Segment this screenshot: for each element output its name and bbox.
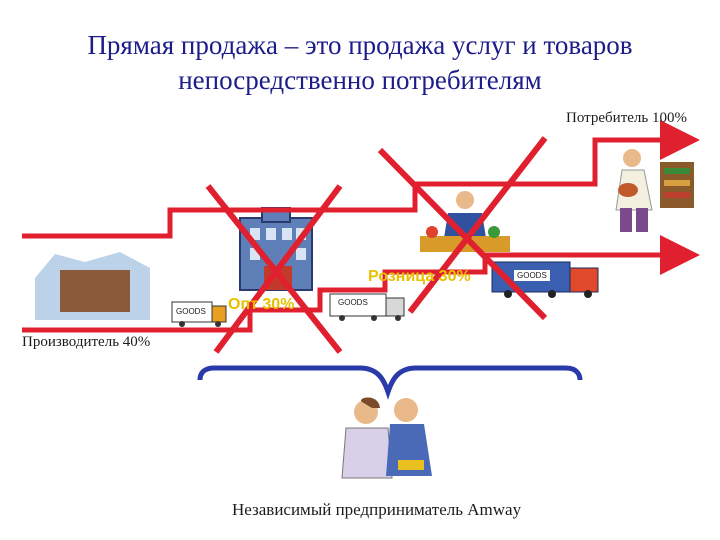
producer-label: Производитель 40% [22,334,150,351]
entrepreneurs-icon [342,398,432,479]
entrepreneur-label: Независимый предприниматель Amway [232,500,521,520]
curly-brace [200,368,580,392]
warehouse-icon [240,208,312,290]
truck-3-goods-label: GOODS [514,270,550,281]
truck-1-goods-label: GOODS [176,307,206,316]
consumer-icon [616,149,694,232]
consumer-label: Потребитель 100% [566,110,687,127]
arrow-main [22,210,240,236]
retail-label: Розница 30% [368,268,471,286]
factory-icon [35,252,150,320]
wholesale-label: Опт 30% [228,296,294,314]
truck-2-goods-label: GOODS [338,298,368,307]
